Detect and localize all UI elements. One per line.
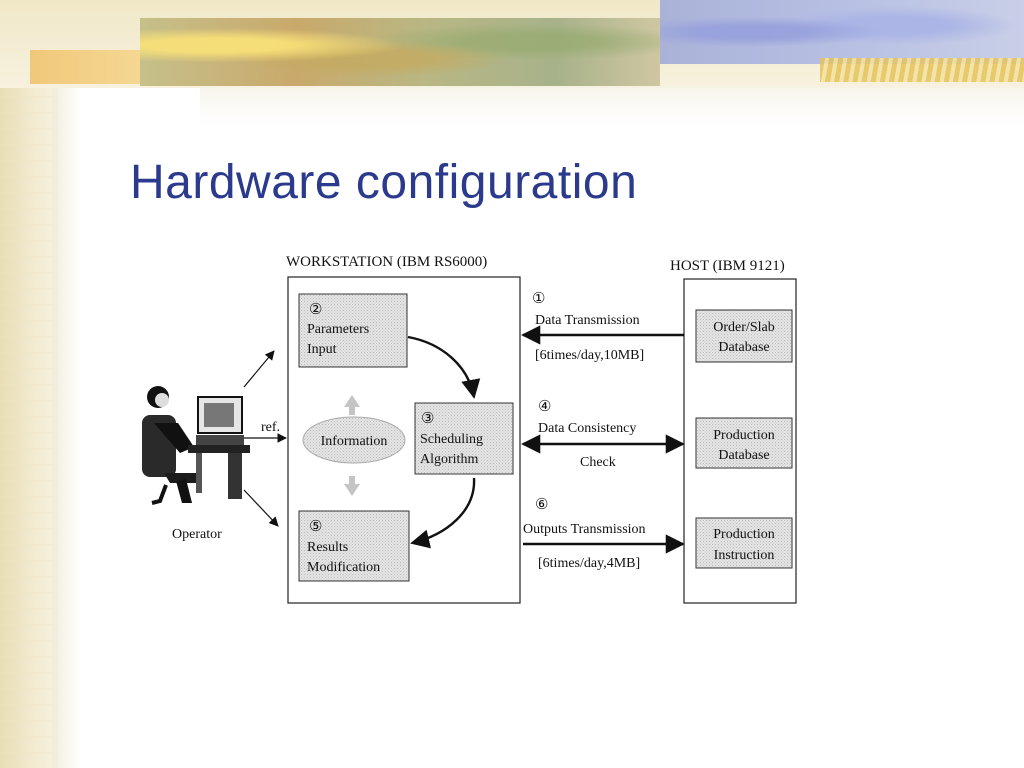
down-block-arrow-icon <box>344 476 360 496</box>
host-box-2-line2: Database <box>718 448 769 463</box>
host-box-3-line2: Instruction <box>714 548 775 563</box>
arrow-operator-to-results <box>243 489 279 527</box>
step2-line1: Parameters <box>307 322 369 337</box>
results-modification-box <box>298 510 410 582</box>
link6-label: Outputs Transmission <box>523 522 646 537</box>
curved-arrow-input-to-algorithm <box>407 335 481 399</box>
step3-line2: Algorithm <box>420 452 478 467</box>
workstation-label: WORKSTATION (IBM RS6000) <box>286 254 487 270</box>
link6-detail: [6times/day,4MB] <box>538 556 640 571</box>
link4-number: ④ <box>538 399 551 415</box>
scheduling-algorithm-box <box>414 402 514 475</box>
step2-number: ② <box>309 302 322 318</box>
link6-number: ⑥ <box>535 497 548 513</box>
slide-title: Hardware configuration <box>130 156 638 209</box>
link4-detail: Check <box>580 455 616 470</box>
curved-arrow-algorithm-to-results <box>410 477 476 549</box>
link1-detail: [6times/day,10MB] <box>535 348 644 363</box>
workstation-frame <box>287 276 521 604</box>
link1-label: Data Transmission <box>535 313 640 328</box>
information-ellipse <box>302 416 406 464</box>
information-label: Information <box>321 434 388 449</box>
host-label: HOST (IBM 9121) <box>670 258 785 274</box>
step5-line2: Modification <box>307 560 380 575</box>
up-block-arrow-icon <box>344 395 360 415</box>
host-box-1-line2: Database <box>718 340 769 355</box>
banner-wheat <box>820 58 1024 82</box>
hardware-diagram: WORKSTATION (IBM RS6000) HOST (IBM 9121)… <box>136 247 823 609</box>
banner-shadow <box>200 86 1024 126</box>
operator-at-computer-icon <box>142 386 250 505</box>
host-box-1-line1: Order/Slab <box>713 320 774 335</box>
step2-line2: Input <box>307 342 337 357</box>
order-slab-database-box <box>695 309 793 363</box>
production-database-box <box>695 417 793 469</box>
banner-blue-mosaic <box>660 0 1024 64</box>
host-box-2-line1: Production <box>713 428 774 443</box>
parchment-border <box>0 0 58 768</box>
link4-label: Data Consistency <box>538 421 636 436</box>
link1-number: ① <box>532 291 545 307</box>
step3-number: ③ <box>421 411 434 427</box>
host-box-3-line1: Production <box>713 527 774 542</box>
banner-leaf-mosaic <box>140 18 660 86</box>
arrow-operator-to-input <box>243 350 275 388</box>
border-fade <box>52 0 82 768</box>
step3-line1: Scheduling <box>420 432 483 447</box>
step5-line1: Results <box>307 540 348 555</box>
parameters-input-box <box>298 293 408 368</box>
ref-label: ref. <box>261 420 280 435</box>
step5-number: ⑤ <box>309 519 322 535</box>
production-instruction-box <box>695 517 793 569</box>
operator-label: Operator <box>172 527 222 542</box>
